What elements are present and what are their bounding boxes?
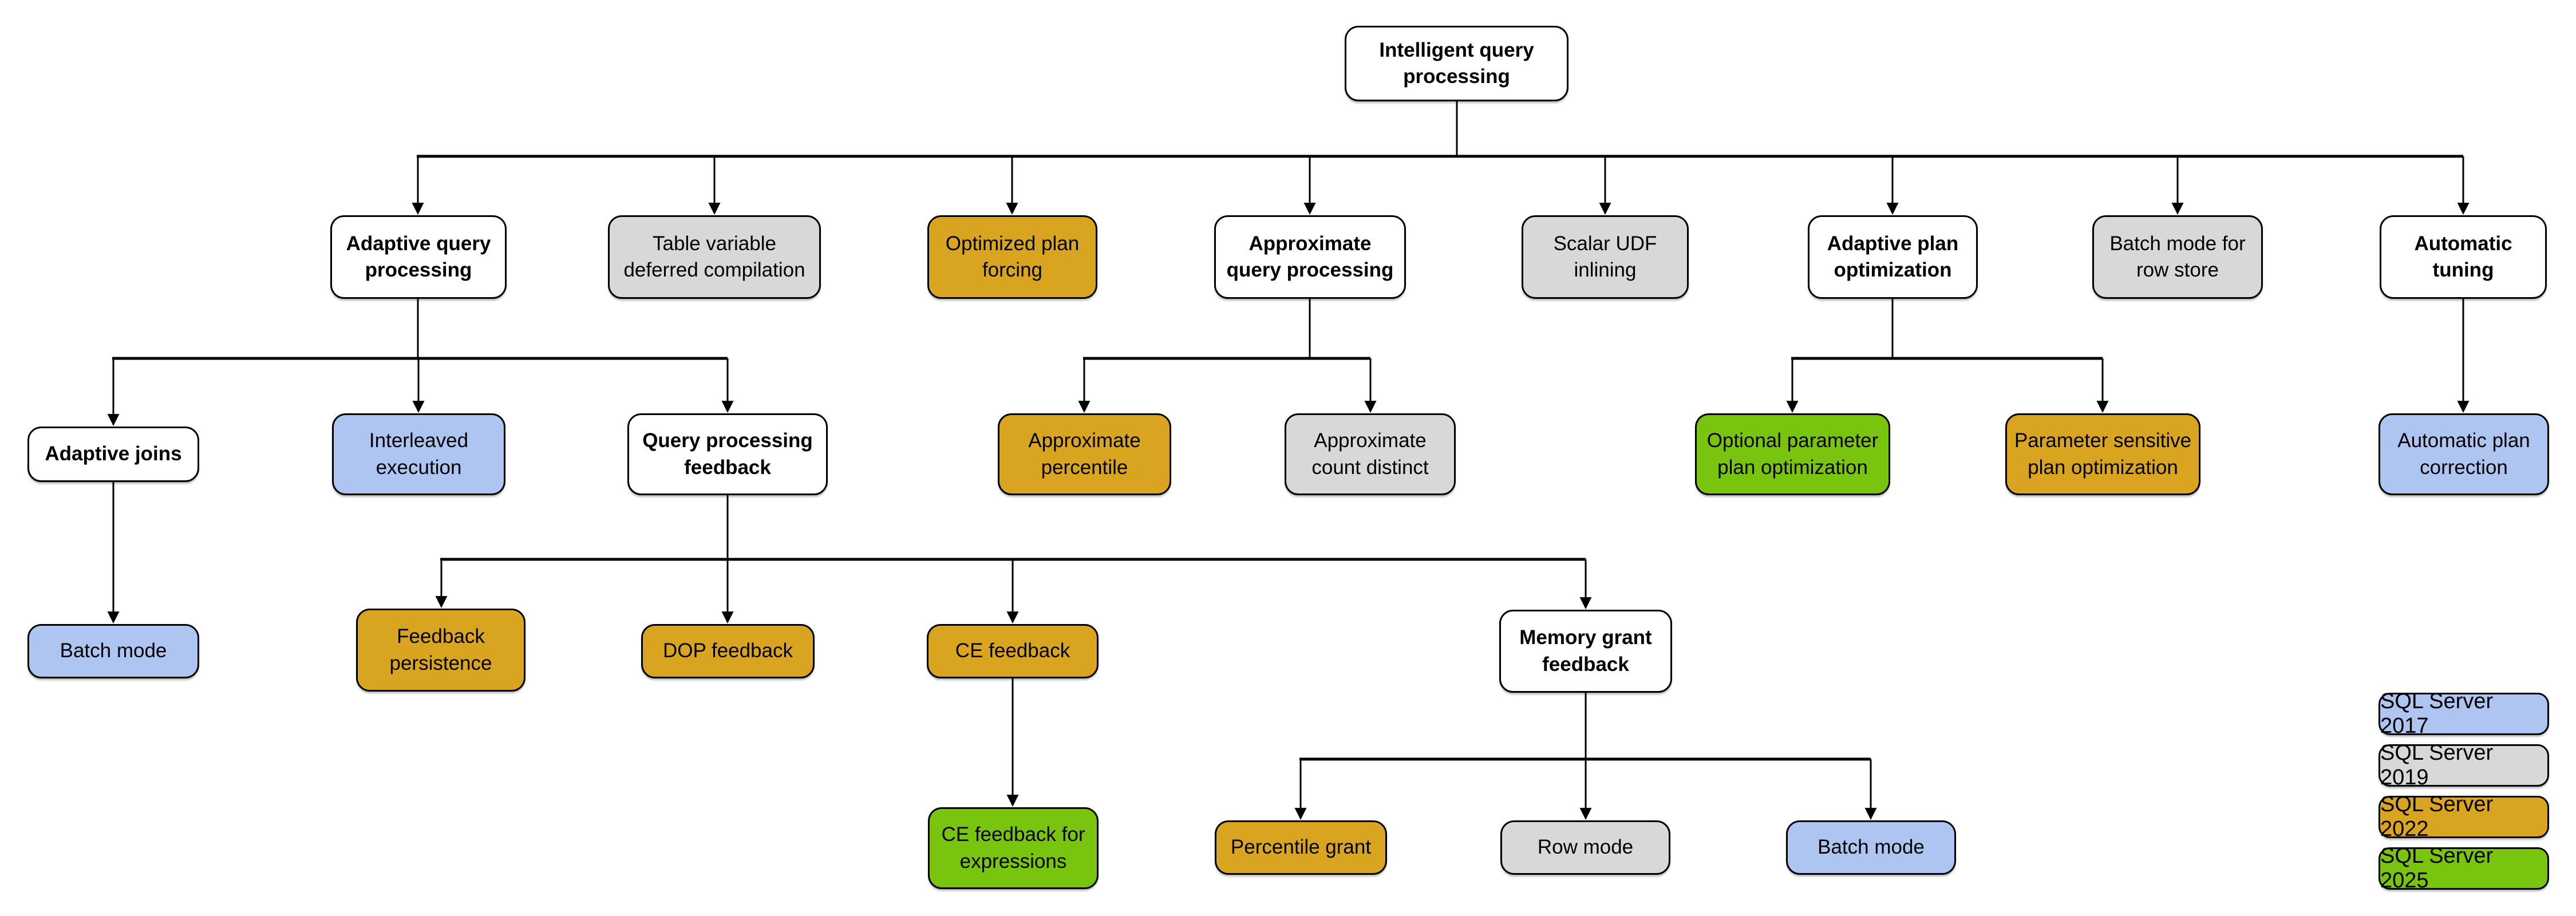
node-interleaved-execution: Interleaved execution [332,413,505,495]
node-approximate-percentile: Approximate percentile [998,413,1171,495]
node-ce-feedback-for-expressions: CE feedback for expressions [928,807,1099,889]
node-feedback-persistence: Feedback persistence [356,609,526,692]
node-parameter-sensitive-plan-optimization: Parameter sensitive plan optimization [2005,413,2200,495]
node-adaptive-query-processing: Adaptive query processing [330,215,507,299]
node-batch-mode-adaptive-joins: Batch mode [27,624,199,678]
node-optional-parameter-plan-optimization: Optional parameter plan optimization [1695,413,1890,495]
legend-item-sql-server-2025: SQL Server 2025 [2379,844,2549,893]
node-automatic-plan-correction: Automatic plan correction [2379,413,2549,495]
node-memory-grant-feedback: Memory grant feedback [1499,610,1672,693]
node-approximate-query-processing: Approximate query processing [1214,215,1406,299]
node-percentile-grant: Percentile grant [1215,820,1387,875]
node-adaptive-plan-optimization: Adaptive plan optimization [1808,215,1978,299]
node-table-variable-deferred-compilation: Table variable deferred compilation [608,215,821,299]
node-optimized-plan-forcing: Optimized plan forcing [927,215,1097,299]
node-ce-feedback: CE feedback [927,624,1099,678]
legend-item-sql-server-2022: SQL Server 2022 [2379,792,2549,841]
legend-item-sql-server-2019: SQL Server 2019 [2379,741,2549,789]
node-adaptive-joins: Adaptive joins [27,427,199,482]
node-scalar-udf-inlining: Scalar UDF inlining [1522,215,1689,299]
node-intelligent-query-processing: Intelligent query processing [1345,26,1568,101]
node-batch-mode-memory-grant: Batch mode [1786,820,1956,875]
node-query-processing-feedback: Query processing feedback [627,413,828,495]
node-approximate-count-distinct: Approximate count distinct [1285,413,1456,495]
node-batch-mode-for-row-store: Batch mode for row store [2092,215,2263,299]
node-dop-feedback: DOP feedback [641,624,815,678]
legend-item-sql-server-2017: SQL Server 2017 [2379,689,2549,738]
node-automatic-tuning: Automatic tuning [2380,215,2547,299]
node-row-mode: Row mode [1500,820,1670,875]
